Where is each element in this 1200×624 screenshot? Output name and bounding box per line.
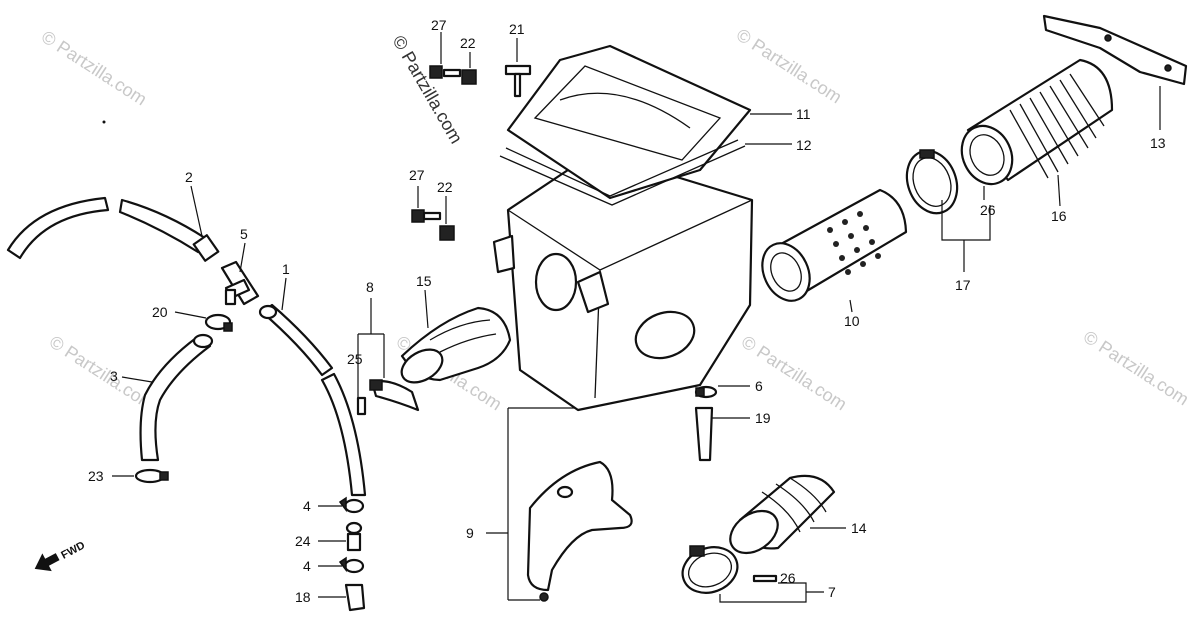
callout-11: 11 [796,106,811,122]
callout-4-bottom: 4 [303,558,311,574]
part-9-cover-plate [526,460,633,602]
callout-4-top: 4 [303,498,311,514]
part-3-bent-pipe [139,333,214,462]
leader-lines [112,32,1161,603]
fwd-arrow-icon [34,553,60,572]
watermark-7: © Partzilla.com [389,32,467,147]
watermark-6: © Partzilla.com [1080,327,1193,410]
callout-27-top: 27 [431,17,447,33]
callout-24: 24 [295,533,311,549]
air-box-assembly [492,44,754,412]
part-13-bracket [1042,14,1188,86]
callout-13: 13 [1150,135,1166,151]
part-15-elbow [400,306,512,384]
callout-10: 10 [844,313,860,329]
part-20-clamp [204,313,233,332]
part-17-band [905,149,959,215]
callout-18: 18 [295,589,311,605]
fwd-indicator: FWD [34,539,87,572]
callout-9: 9 [466,525,474,541]
part-7-clamp [681,545,778,594]
part-1-long-hose [258,303,367,497]
callout-22-mid: 22 [437,179,453,195]
callout-27-mid: 27 [409,167,425,183]
drain-plug-stack [338,496,366,612]
callout-25: 25 [347,351,363,367]
part-14-boot [729,474,836,555]
callout-8: 8 [366,279,374,295]
top-fasteners [429,64,532,98]
watermark-3: © Partzilla.com [46,332,159,415]
watermark-5: © Partzilla.com [738,332,851,415]
watermark-1: © Partzilla.com [38,27,151,110]
mid-fasteners [411,209,455,241]
callout-19: 19 [755,410,771,426]
watermark-2: © Partzilla.com [733,25,846,108]
callout-12: 12 [796,137,812,153]
callout-5: 5 [240,226,248,242]
callout-17: 17 [955,277,971,293]
callout-7: 7 [828,584,836,600]
part-6-19-drain [694,385,718,462]
callout-20: 20 [152,304,168,320]
callout-1: 1 [282,261,290,277]
callout-6: 6 [755,378,763,394]
part-5-t-joint [220,260,260,306]
callout-26-top: 26 [980,202,996,218]
callouts: 27 22 21 11 12 13 27 22 2 5 1 8 15 20 25… [88,17,1166,605]
callout-3: 3 [110,368,118,384]
callout-15: 15 [416,273,432,289]
part-23-clamp [134,468,169,484]
part-10-element [761,188,908,302]
callout-16: 16 [1051,208,1067,224]
callout-14: 14 [851,520,867,536]
fwd-label: FWD [59,539,87,561]
dot-mark [102,120,106,124]
callout-22-top: 22 [460,35,476,51]
part-2-hose [6,196,220,262]
callout-26-bottom: 26 [780,570,796,586]
part-8-clamp-band [356,379,420,416]
part-16-filter [960,58,1114,186]
callout-2: 2 [185,169,193,185]
callout-23: 23 [88,468,104,484]
callout-21: 21 [509,21,525,37]
